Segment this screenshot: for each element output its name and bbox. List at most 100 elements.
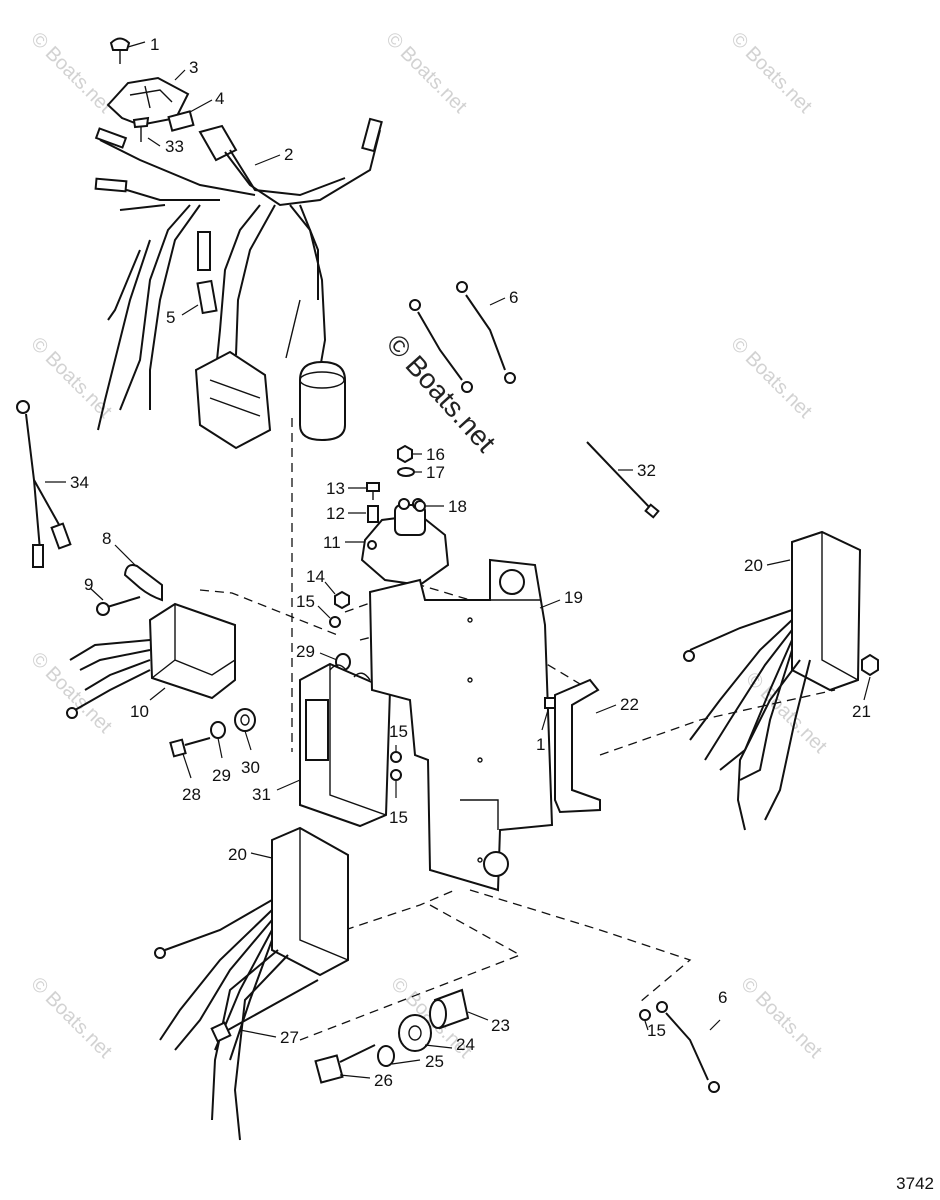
svg-text:12: 12 [326, 504, 345, 523]
callout-18: 18 [426, 497, 467, 516]
part-nut-18 [414, 500, 426, 512]
watermark: © Boats.net [26, 973, 116, 1063]
part-mounting-bracket [368, 558, 554, 892]
svg-text:2: 2 [284, 145, 293, 164]
svg-text:9: 9 [84, 575, 93, 594]
svg-text:29: 29 [296, 642, 315, 661]
center-watermark: © Boats.net [381, 328, 502, 458]
callout-8: 8 [102, 529, 136, 566]
svg-text:15: 15 [296, 592, 315, 611]
watermark: © Boats.net [381, 28, 471, 118]
callout-14: 14 [306, 567, 336, 595]
part-wire-lead [16, 400, 72, 568]
part-rectifier [66, 602, 236, 719]
callout-6b: 6 [709, 988, 727, 1031]
svg-text:28: 28 [182, 785, 201, 804]
part-bolt-28 [169, 737, 211, 758]
svg-text:22: 22 [620, 695, 639, 714]
part-ecm-module [299, 662, 392, 828]
part-wiring-harness [94, 117, 383, 450]
svg-text:17: 17 [426, 463, 445, 482]
svg-text:16: 16 [426, 445, 445, 464]
callout-15d: 15 [644, 1020, 666, 1040]
callout-34: 34 [45, 473, 89, 492]
part-washer-25 [377, 1045, 395, 1067]
svg-text:25: 25 [425, 1052, 444, 1071]
watermark: © Boats.net [736, 973, 826, 1063]
svg-text:13: 13 [326, 479, 345, 498]
part-grommet-30 [234, 708, 256, 732]
callout-33: 33 [147, 137, 184, 156]
callout-25: 25 [391, 1052, 444, 1071]
svg-text:1: 1 [536, 735, 545, 754]
svg-text:32: 32 [637, 461, 656, 480]
callout-17: 17 [414, 463, 445, 482]
part-grommet-24 [398, 1014, 432, 1052]
part-clamp [123, 564, 163, 602]
callouts: 1 2 3 4 5 6 11 12 13 14 15 16 17 18 15 1… [45, 35, 871, 1090]
watermark: © Boats.net [726, 333, 816, 423]
part-solenoid [360, 498, 450, 587]
svg-text:19: 19 [564, 588, 583, 607]
svg-text:29: 29 [212, 766, 231, 785]
callout-29b: 29 [296, 642, 338, 661]
callout-15c: 15 [389, 781, 408, 827]
callout-4: 4 [189, 89, 224, 113]
svg-text:1: 1 [150, 35, 159, 54]
part-bolt-26 [314, 1044, 376, 1084]
part-fuse-holder [106, 76, 190, 127]
callout-15b: 15 [389, 722, 408, 752]
callout-12: 12 [326, 504, 366, 523]
svg-text:3: 3 [189, 58, 198, 77]
svg-text:8: 8 [102, 529, 111, 548]
part-bushing-23 [429, 988, 470, 1030]
callout-23: 23 [467, 1011, 510, 1035]
svg-text:14: 14 [306, 567, 325, 586]
svg-text:20: 20 [744, 556, 763, 575]
callout-32: 32 [618, 461, 656, 480]
svg-text:6: 6 [718, 988, 727, 1007]
svg-text:18: 18 [448, 497, 467, 516]
callout-13: 13 [326, 479, 366, 498]
svg-text:33: 33 [165, 137, 184, 156]
callout-1: 1 [127, 35, 159, 54]
callout-10: 10 [130, 687, 166, 721]
callout-11: 11 [323, 533, 365, 552]
svg-text:11: 11 [323, 533, 341, 552]
part-bolt-9 [96, 596, 141, 616]
part-washer-17 [397, 467, 415, 477]
callout-21: 21 [852, 676, 871, 721]
callout-28: 28 [182, 753, 201, 804]
callout-20b: 20 [228, 845, 273, 864]
callout-5: 5 [166, 304, 199, 327]
callout-27: 27 [239, 1028, 299, 1047]
part-cdi-module-left [154, 826, 349, 1141]
part-cdi-module-right [683, 530, 862, 831]
svg-text:26: 26 [374, 1071, 393, 1090]
part-screw-15 [329, 616, 651, 1021]
svg-text:27: 27 [280, 1028, 299, 1047]
callout-24: 24 [424, 1035, 475, 1054]
callout-26: 26 [339, 1071, 393, 1090]
callout-20a: 20 [744, 556, 791, 575]
svg-text:34: 34 [70, 473, 89, 492]
callout-9: 9 [84, 575, 104, 601]
part-nut-21 [861, 653, 879, 677]
callout-22: 22 [595, 695, 639, 714]
part-mounting-clip [554, 678, 601, 814]
callout-1b: 1 [536, 709, 549, 754]
part-ground-strap-lower [656, 1001, 720, 1093]
svg-text:15: 15 [389, 808, 408, 827]
part-nut-16 [397, 444, 413, 464]
part-ground-strap [409, 281, 516, 393]
callout-29a: 29 [212, 737, 231, 785]
callout-31: 31 [252, 779, 301, 804]
callout-30: 30 [241, 730, 260, 777]
svg-text:15: 15 [647, 1021, 666, 1040]
svg-text:15: 15 [389, 722, 408, 741]
svg-text:30: 30 [241, 758, 260, 777]
svg-text:24: 24 [456, 1035, 475, 1054]
svg-text:6: 6 [509, 288, 518, 307]
svg-text:31: 31 [252, 785, 271, 804]
